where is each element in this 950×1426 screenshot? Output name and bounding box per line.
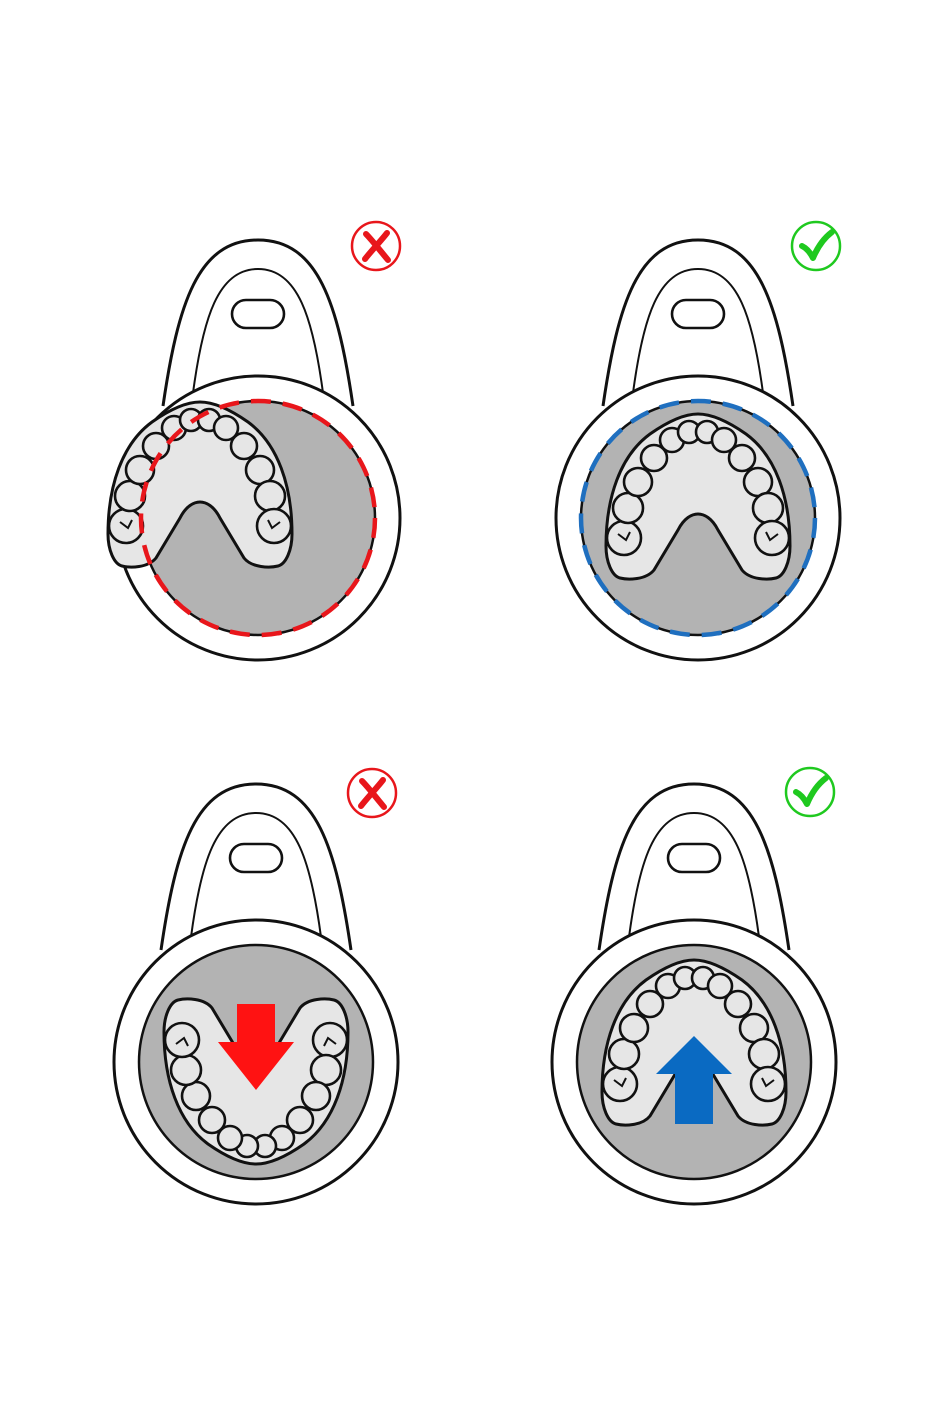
panel-4 — [552, 768, 836, 1204]
cross-icon — [348, 769, 396, 817]
panel-3 — [114, 769, 398, 1204]
cross-icon — [352, 222, 400, 270]
panel-1 — [108, 222, 400, 660]
check-icon — [792, 222, 840, 270]
check-icon — [786, 768, 834, 816]
panel-2 — [556, 222, 840, 660]
